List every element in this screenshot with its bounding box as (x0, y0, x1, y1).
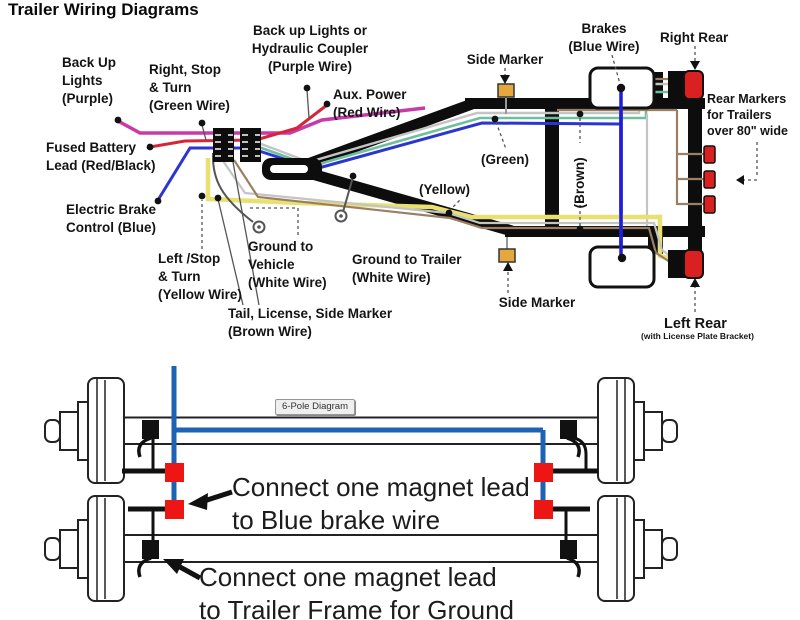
label-tail-license: Tail, License, Side Marker (Brown Wire) (228, 306, 393, 339)
label-side-marker-top: Side Marker (466, 52, 544, 67)
rear-marker-3 (703, 195, 716, 214)
label-electric-brake: Electric Brake Control (Blue) (66, 202, 157, 235)
axle-tubes (122, 416, 598, 563)
side-marker-bottom-lamp (498, 248, 516, 263)
frame-rear-member (688, 72, 702, 278)
label-fused-battery: Fused Battery Lead (Red/Black) (46, 140, 156, 173)
label-backup-or-coupler: Back up Lights or Hydraulic Coupler (Pur… (251, 23, 369, 74)
rear-marker-2 (703, 170, 716, 189)
frame-bottom-rail (505, 226, 705, 237)
brown-wire-bottom (233, 159, 685, 272)
junction-squares (165, 463, 553, 519)
label-left-rear: Left Rear (664, 316, 727, 332)
label-side-marker-bottom: Side Marker (498, 295, 576, 310)
side-marker-top-lamp (497, 83, 515, 98)
label-aux-power: Aux. Power (Red Wire) (333, 87, 407, 120)
axle-diagram (44, 366, 678, 602)
label-right-rear: Right Rear (660, 30, 729, 45)
note-connect-ground: Connect one magnet lead to Trailer Frame… (199, 562, 514, 620)
label-left-stop-turn: Left /Stop & Turn (Yellow Wire) (158, 251, 242, 302)
label-green-wire: (Green) (481, 152, 530, 167)
ground-trailer-wire (342, 176, 354, 213)
brake-magnets (142, 420, 577, 559)
ring-terminal-trailer-center (339, 214, 343, 218)
side-marker-stubs (505, 97, 508, 250)
solid-leader-lines (201, 89, 310, 306)
ring-terminal-vehicle-center (257, 225, 261, 229)
label-back-up-lights: Back Up Lights (Purple) (62, 55, 117, 106)
page-title: Trailer Wiring Diagrams (8, 0, 199, 19)
trailer-frame-diagram (114, 46, 758, 312)
wiring-connector (213, 128, 261, 162)
right-rear-light-lens (683, 70, 704, 100)
rear-marker-1 (703, 145, 716, 164)
note-connect-blue: Connect one magnet lead to Blue brake wi… (232, 472, 530, 535)
frame-cross-member (545, 98, 559, 237)
label-rear-markers: Rear Markers for Trailers over 80" wide (707, 92, 788, 138)
label-brown-wire: (Brown) (572, 157, 588, 209)
white-wire-bottom (220, 157, 685, 268)
trailer-coupler (262, 158, 322, 180)
label-brakes: Brakes (Blue Wire) (568, 21, 640, 54)
frame-top-rail (465, 98, 705, 109)
left-rear-light-lens (683, 249, 704, 279)
hub-top-right (597, 377, 678, 484)
pole-diagram-tooltip: 6-Pole Diagram (275, 399, 355, 415)
dashed-leader-lines (201, 46, 758, 312)
trailer-frame (465, 72, 705, 278)
hub-bottom-right (597, 495, 678, 602)
wire-dots (114, 83, 627, 263)
label-left-rear-sub: (with License Plate Bracket) (641, 331, 754, 341)
hub-top-left (44, 377, 125, 484)
note-arrows (163, 489, 233, 581)
label-yellow-wire: (Yellow) (419, 182, 471, 197)
label-right-stop-turn: Right, Stop & Turn (Green Wire) (149, 62, 230, 113)
hub-bottom-left (44, 495, 125, 602)
purple-wire (117, 106, 426, 135)
label-ground-vehicle: Ground to Vehicle (White Wire) (248, 239, 327, 290)
label-ground-trailer: Ground to Trailer (White Wire) (352, 252, 462, 285)
leader-arrowheads (500, 61, 744, 287)
